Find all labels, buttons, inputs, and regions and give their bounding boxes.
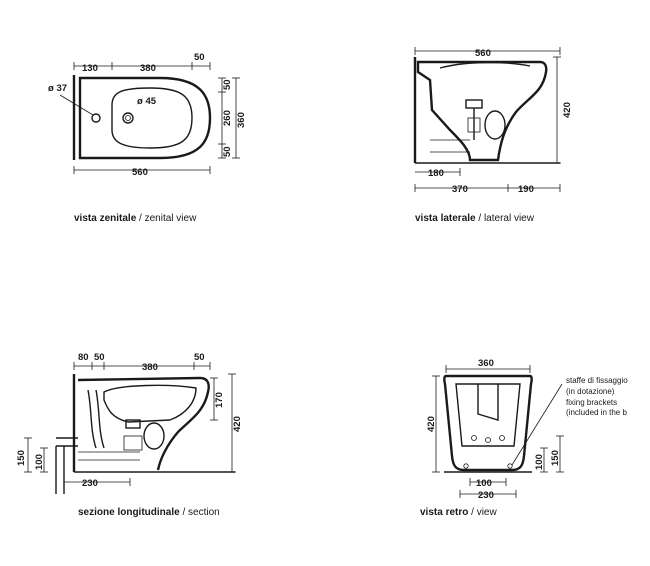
caption-section: sezione longitudinale / section	[78, 507, 220, 518]
dim-150: 150	[16, 450, 27, 466]
zenital-view: 130 380 50 ø 37 ø 45 50 260 360 50 560 v…	[48, 52, 247, 224]
section-trap	[125, 419, 141, 429]
dim-420: 420	[562, 102, 573, 118]
bidet-top-outline	[78, 76, 212, 160]
dim-420: 420	[426, 416, 437, 432]
leader-line	[511, 383, 563, 466]
dim-180: 180	[428, 168, 444, 179]
bidet-side-outline	[416, 60, 548, 162]
dim-50-right-bottom: 50	[222, 146, 233, 157]
back-cavity	[477, 384, 499, 421]
dim-360: 360	[478, 358, 494, 369]
drain-inner	[125, 115, 131, 121]
dim-50-right-top: 50	[222, 79, 233, 90]
dim-380: 380	[142, 362, 158, 373]
lateral-view: 560 420 180 370 190 vista laterale / lat…	[413, 47, 573, 224]
dim-dia37: ø 37	[48, 83, 67, 94]
dim-360: 360	[236, 112, 247, 128]
dim-380: 380	[140, 63, 156, 74]
supply-pipe-2	[95, 389, 105, 449]
supply-pipe-1	[87, 389, 97, 449]
caption-back: vista retro / view	[420, 507, 497, 518]
dim-100-right: 100	[534, 454, 545, 470]
section-view: 80 50 380 50 170 420 150 100 230 sezione…	[16, 352, 243, 518]
caption-zenital: vista zenitale / zenital view	[74, 213, 197, 224]
dim-100-bottom: 100	[476, 478, 492, 489]
dim-230: 230	[478, 490, 494, 501]
dim-370: 370	[452, 184, 468, 195]
caption-lateral: vista laterale / lateral view	[415, 213, 535, 224]
dim-230: 230	[82, 478, 98, 489]
note-line-2: (in dotazione)	[566, 387, 615, 396]
section-outline	[77, 376, 210, 471]
dim-150: 150	[550, 450, 561, 466]
trap	[465, 99, 483, 109]
dim-50-top: 50	[194, 52, 205, 63]
tap-hole	[91, 113, 101, 123]
dim-50-left: 50	[94, 352, 105, 363]
back-view: staffe di fissaggio (in dotazione) fixin…	[420, 358, 628, 518]
dim-560: 560	[475, 48, 491, 59]
dim-130: 130	[82, 63, 98, 74]
dim-420: 420	[232, 416, 243, 432]
back-outline	[443, 374, 533, 472]
drain-hole	[122, 112, 134, 124]
dim-560: 560	[132, 167, 148, 178]
section-opening	[143, 422, 165, 450]
dim-170: 170	[214, 392, 225, 408]
section-bowl	[103, 384, 197, 423]
dim-190: 190	[518, 184, 534, 195]
note-line-4: (included in the b	[566, 408, 627, 417]
bidet-bowl	[111, 87, 193, 149]
note-line-1: staffe di fissaggio	[566, 376, 628, 385]
dim-260: 260	[222, 110, 233, 126]
dim-50-right: 50	[194, 352, 205, 363]
dim-dia45: ø 45	[137, 96, 157, 107]
side-opening	[484, 110, 506, 140]
dim-80: 80	[78, 352, 89, 363]
note-line-3: fixing brackets	[566, 398, 617, 407]
back-inner	[455, 383, 521, 447]
rim-line	[439, 61, 531, 69]
dim-100: 100	[34, 454, 45, 470]
